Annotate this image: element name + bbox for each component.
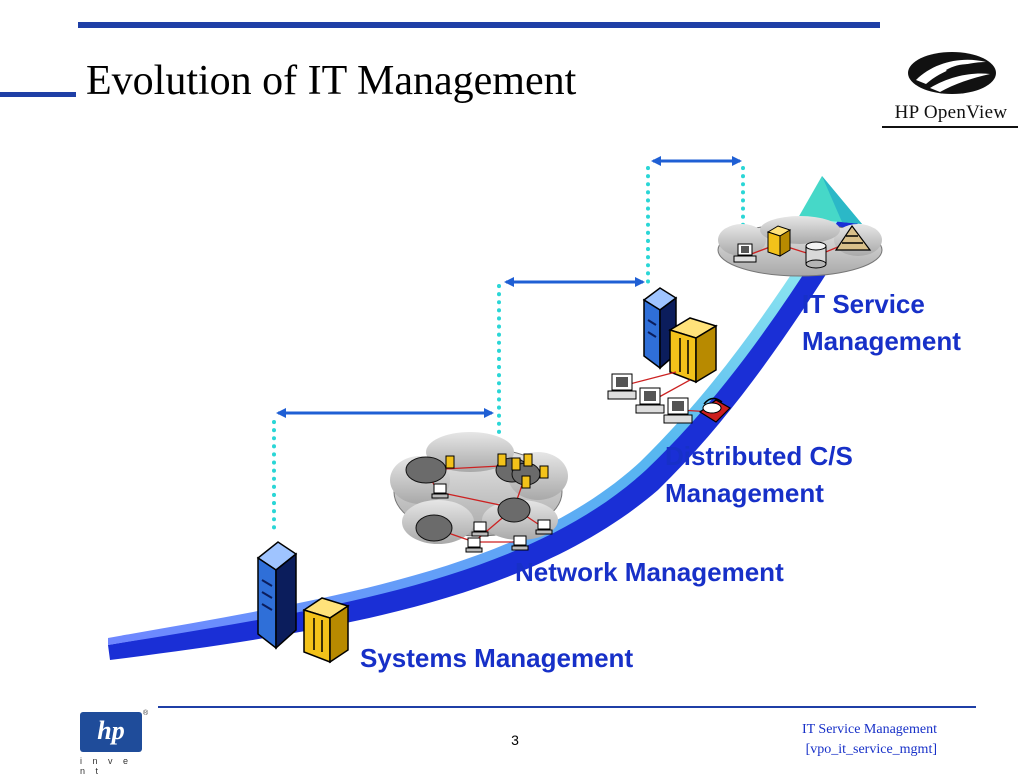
hp-openview-logo: HP OpenView bbox=[880, 50, 1020, 130]
evolution-ribbon bbox=[108, 176, 862, 660]
stage-label-network: Network Management bbox=[515, 554, 784, 591]
workstation-icon bbox=[431, 483, 553, 553]
stage-label-systems: Systems Management bbox=[360, 640, 633, 677]
title-accent-rule bbox=[0, 92, 76, 97]
cabinet-server-icon bbox=[302, 597, 350, 664]
hp-logo-badge: hp bbox=[80, 712, 142, 752]
systems-stage-servers bbox=[256, 541, 350, 664]
timeline-guides bbox=[272, 166, 745, 534]
stage-label-it-service: IT Service Management bbox=[802, 286, 961, 360]
pyramid-icon bbox=[834, 224, 872, 251]
stage-label-line: IT Service bbox=[802, 289, 925, 319]
stage-label-line: Network Management bbox=[515, 557, 784, 587]
top-rule bbox=[78, 22, 880, 28]
page-number: 3 bbox=[511, 732, 519, 748]
brand-name: HP OpenView bbox=[894, 102, 1008, 123]
openview-swirl-icon bbox=[908, 52, 996, 94]
stage-label-line: Management bbox=[802, 325, 961, 356]
cabinet-server-icon bbox=[766, 225, 792, 257]
hp-logo-tagline: i n v e n t bbox=[80, 756, 133, 776]
tower-server-icon bbox=[642, 287, 678, 370]
tower-server-icon bbox=[256, 541, 298, 650]
brand-underline bbox=[882, 126, 1018, 128]
slide-title: Evolution of IT Management bbox=[86, 58, 577, 104]
hp-logo-text: hp bbox=[97, 716, 125, 745]
timeline-arrows bbox=[276, 156, 742, 418]
hp-invent-logo: hp ® i n v e n t bbox=[80, 710, 149, 776]
evolution-diagram bbox=[108, 156, 883, 664]
database-icon bbox=[805, 241, 827, 269]
mini-server-icon bbox=[445, 453, 549, 489]
footer-caption-line: [vpo_it_service_mgmt] bbox=[805, 742, 937, 758]
footer-caption: IT Service Management [vpo_it_service_mg… bbox=[802, 720, 937, 761]
registered-mark: ® bbox=[143, 710, 149, 717]
network-stage-cloud bbox=[390, 432, 568, 553]
footer-caption-line: IT Service Management bbox=[801, 722, 937, 737]
cloud-icon bbox=[717, 216, 883, 277]
workstation-icon bbox=[733, 243, 757, 263]
workstation-icon bbox=[607, 373, 693, 424]
stage-label-distributed-cs: Distributed C/S Management bbox=[665, 438, 853, 512]
it-service-stage-cloud bbox=[717, 216, 883, 277]
stage-label-line: Management bbox=[665, 477, 824, 508]
distributed-stage-equipment bbox=[607, 287, 731, 424]
footer-rule bbox=[158, 706, 976, 708]
stage-label-line: Distributed C/S bbox=[665, 441, 853, 471]
cabinet-server-icon bbox=[668, 317, 718, 384]
telephone-icon bbox=[698, 397, 731, 423]
stage-label-line: Systems Management bbox=[360, 643, 634, 673]
